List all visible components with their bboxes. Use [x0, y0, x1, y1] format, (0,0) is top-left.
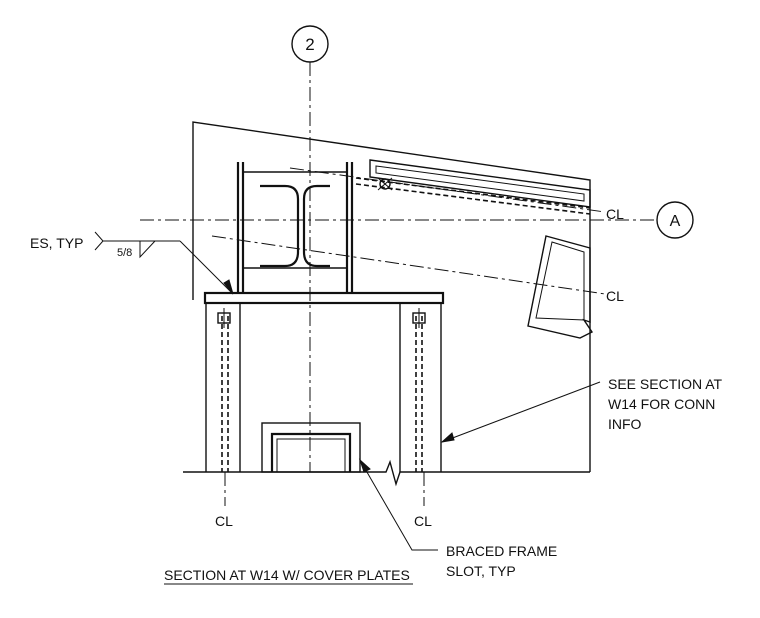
grid-bubble-a-label: A — [670, 213, 681, 230]
grid-bubble-a: A — [656, 201, 694, 239]
see-section-line-1: SEE SECTION AT — [608, 376, 723, 392]
weld-callout-label: ES, TYP — [30, 235, 83, 251]
see-section-line-3: INFO — [608, 416, 642, 432]
braced-frame-callout: BRACED FRAME SLOT, TYP — [358, 458, 557, 579]
braced-frame-line-1: BRACED FRAME — [446, 543, 557, 559]
grid-bubble-2-label: 2 — [305, 35, 314, 54]
section-title: SECTION AT W14 W/ COVER PLATES — [164, 567, 410, 583]
see-section-line-2: W14 FOR CONN — [608, 396, 715, 412]
braced-frame-line-2: SLOT, TYP — [446, 563, 516, 579]
weld-callout: ES, TYP 5/8 — [30, 231, 234, 295]
brace-member-lower — [527, 235, 594, 339]
cl-label-right: CL — [414, 513, 432, 529]
cl-label-lower: CL — [606, 288, 624, 304]
column-right — [399, 303, 442, 472]
brace-member-upper — [355, 159, 591, 215]
grid-bubble-2: 2 — [291, 25, 329, 63]
cl-label-upper: CL — [606, 206, 624, 222]
brace-centerline-lower — [211, 235, 606, 295]
wall-outline — [192, 121, 591, 472]
braced-frame-slot — [261, 422, 361, 473]
break-symbol — [380, 459, 590, 487]
cl-label-left: CL — [215, 513, 233, 529]
base-plate — [203, 291, 445, 305]
see-section-callout: SEE SECTION AT W14 FOR CONN INFO — [440, 376, 723, 443]
column-left — [205, 303, 241, 472]
beam-w14 — [236, 162, 354, 293]
weld-size-label: 5/8 — [117, 247, 132, 259]
